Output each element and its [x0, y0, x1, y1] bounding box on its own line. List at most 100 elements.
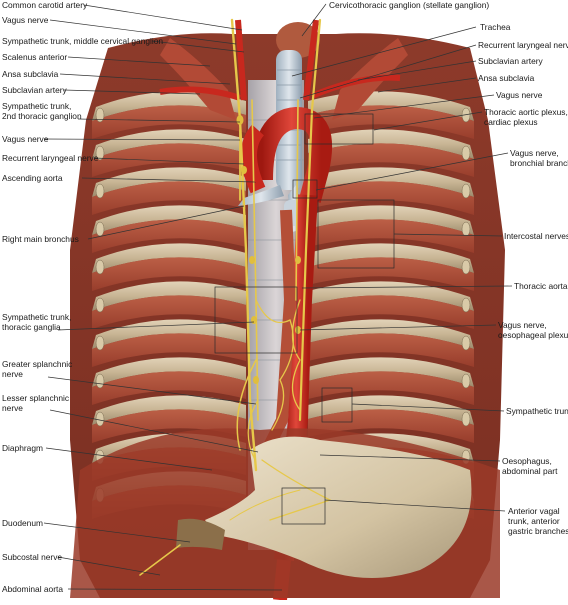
rib-end-right: [461, 335, 471, 351]
rib-left: [92, 357, 246, 387]
label-diaphragm: Diaphragm: [2, 443, 43, 453]
label-line: Sympathetic trunk: [506, 406, 568, 416]
label-sympathetic-trunk-middle-cervical: Sympathetic trunk, middle cervical gangl…: [2, 36, 163, 46]
label-line: gastric branches: [508, 526, 568, 536]
label-line: Sympathetic trunk, middle cervical gangl…: [2, 36, 164, 46]
label-line: Sympathetic trunk,: [2, 312, 72, 322]
label-recurrent-laryngeal-right: Recurrent laryngeal nerve: [478, 40, 568, 50]
label-line: Lesser splanchnic: [2, 393, 70, 403]
label-line: Scalenus anterior: [2, 52, 68, 62]
label-line: nerve: [2, 403, 23, 413]
leader-lines: [43, 3, 513, 591]
common-carotid-left: [235, 19, 247, 101]
rib-left: [92, 281, 246, 311]
right-bronchus-shape: [238, 185, 284, 206]
label-ascending-aorta: Ascending aorta: [2, 173, 63, 183]
intercostal-muscle-left: [92, 143, 246, 177]
intercostal-muscle-left: [92, 295, 246, 329]
intercostal-muscle-left: [92, 181, 246, 215]
intercostal-muscle-left: [92, 219, 246, 253]
rib-end-left: [95, 221, 105, 237]
label-subcostal-nerve: Subcostal nerve: [2, 552, 62, 562]
label-sympathetic-trunk-right: Sympathetic trunk: [506, 406, 568, 416]
label-vagus-nerve-left: Vagus nerve: [2, 134, 48, 144]
rib-end-right: [461, 221, 471, 237]
label-subclavian-artery-right: Subclavian artery: [478, 56, 543, 66]
label-line: Subclavian artery: [478, 56, 543, 66]
label-line: Subclavian artery: [2, 85, 67, 95]
intercostal-muscle-left: [92, 333, 246, 367]
neck-muscles: [160, 38, 236, 120]
common-carotid-right: [303, 19, 319, 101]
label-line: Abdominal aorta: [2, 584, 63, 594]
label-vagus-nerve-top: Vagus nerve: [2, 15, 48, 25]
thyroid: [276, 22, 320, 58]
rib-end-left: [95, 411, 105, 427]
rib-right: [308, 167, 474, 197]
rib-left: [92, 205, 246, 235]
rib-end-left: [95, 373, 105, 389]
label-scalenus-anterior: Scalenus anterior: [2, 52, 67, 62]
subclavian-left: [159, 86, 241, 101]
label-vagus-oesophageal: Vagus nerve,oesophageal plexus: [498, 320, 568, 340]
label-ansa-subclavia-right: Ansa subclavia: [478, 73, 534, 83]
label-line: Sympathetic trunk,: [2, 101, 72, 111]
label-intercostal-nerves: Intercostal nerves: [504, 231, 568, 241]
label-duodenum: Duodenum: [2, 518, 43, 528]
label-sympathetic-trunk-2nd-thoracic: Sympathetic trunk,2nd thoracic ganglion: [2, 101, 82, 121]
label-line: 2nd thoracic ganglion: [2, 111, 82, 121]
label-line: Thoracic aorta: [514, 281, 568, 291]
intercostal-muscle-left: [92, 257, 246, 291]
intercostal-muscle-left: [92, 409, 246, 443]
intercostal-muscle-right: [308, 371, 474, 405]
rib-end-left: [95, 335, 105, 351]
intercostal-muscle-right: [308, 143, 474, 177]
rib-left: [92, 395, 246, 425]
label-abdominal-aorta: Abdominal aorta: [2, 584, 63, 594]
label-line: Recurrent laryngeal nerve: [2, 153, 99, 163]
rib-end-right: [461, 145, 471, 161]
label-recurrent-laryngeal-left: Recurrent laryngeal nerve: [2, 153, 98, 163]
label-thoracic-aortic-plexus: Thoracic aortic plexus,cardiac plexus: [484, 107, 568, 127]
label-line: bronchial branches: [510, 158, 568, 168]
label-line: Anterior vagal: [508, 506, 560, 516]
intercostal-muscle-right: [308, 295, 474, 329]
label-line: Intercostal nerves: [504, 231, 568, 241]
intercostal-muscle-right: [308, 219, 474, 253]
rib-end-left: [95, 107, 105, 123]
rib-right: [308, 205, 474, 235]
ganglia: [236, 115, 301, 384]
label-line: Ansa subclavia: [2, 69, 59, 79]
label-line: trunk, anterior: [508, 516, 560, 526]
aortic-arch: [251, 106, 333, 203]
label-line: nerve: [2, 369, 23, 379]
label-line: Common carotid artery: [2, 0, 88, 10]
label-vagus-nerve-right: Vagus nerve: [496, 90, 542, 100]
rib-right: [308, 357, 474, 387]
rib-left: [92, 243, 246, 273]
label-line: Subcostal nerve: [2, 552, 63, 562]
intercostal-muscle-left: [92, 371, 246, 405]
label-line: Right main bronchus: [2, 234, 79, 244]
label-line: thoracic ganglia: [2, 322, 61, 332]
label-subclavian-artery-left: Subclavian artery: [2, 85, 67, 95]
ascending-aorta-shape: [241, 124, 266, 194]
label-oesophagus-abdominal: Oesophagus,abdominal part: [502, 456, 557, 476]
label-line: cardiac plexus: [484, 117, 538, 127]
rib-end-right: [461, 411, 471, 427]
rib-right: [308, 129, 474, 159]
label-line: Vagus nerve: [496, 90, 543, 100]
label-line: Vagus nerve,: [498, 320, 547, 330]
label-line: Ascending aorta: [2, 173, 63, 183]
label-line: Trachea: [480, 22, 511, 32]
rib-left: [92, 167, 246, 197]
duodenum-shape: [176, 518, 225, 550]
intercostal-muscle-right: [308, 257, 474, 291]
rib-end-right: [461, 297, 471, 313]
label-line: Ansa subclavia: [478, 73, 535, 83]
intercostal-muscle-left: [92, 105, 246, 139]
subclavian-right: [310, 74, 401, 99]
label-line: Vagus nerve,: [510, 148, 559, 158]
